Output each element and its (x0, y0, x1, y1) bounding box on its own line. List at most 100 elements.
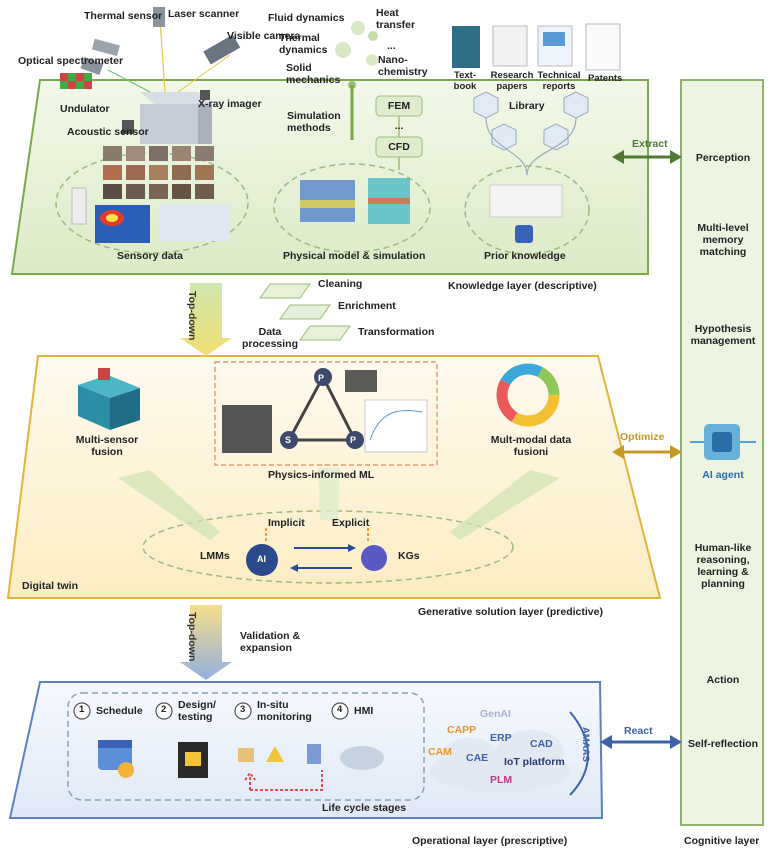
cognitive-hypothesis: Hypothesis management (690, 323, 756, 348)
cognitive-memory: Multi-level memory matching (697, 222, 749, 259)
top-down-arrow-2 (180, 605, 232, 680)
cognitive-reasoning: Human-like reasoning, learning & plannin… (694, 542, 752, 591)
label-laser-scanner: Laser scanner (168, 8, 240, 20)
simulation-visuals (300, 178, 410, 224)
stage-icons (98, 740, 384, 791)
label-sensory-data: Sensory data (117, 250, 183, 262)
label-data-processing: Data processing (241, 326, 299, 351)
label-prior-knowledge: Prior knowledge (484, 250, 566, 262)
label-physics-dots: ... (387, 40, 396, 52)
label-validation: Validation & expansion (240, 630, 301, 655)
label-explicit: Explicit (332, 517, 370, 529)
data-processing-stack (259, 283, 351, 341)
label-cfd: CFD (388, 141, 410, 153)
label-fem-cfd-dots: ... (394, 120, 404, 132)
label-fluid-dynamics: Fluid dynamics (268, 12, 345, 24)
label-amaas: AMAAS (580, 727, 591, 762)
stage-num-4: 4 (337, 704, 343, 715)
label-solid-mechanics: Solid mechanics (286, 62, 341, 87)
label-multi-sensor-fusion: Multi-sensor fusion (75, 434, 139, 459)
label-operational-layer: Operational layer (prescriptive) (412, 835, 568, 847)
label-react: React (624, 725, 653, 737)
label-enrichment: Enrichment (338, 300, 396, 312)
prior-knowledge-ellipse (464, 165, 590, 255)
acoustic-device (122, 120, 134, 134)
stage-num-3: 3 (240, 704, 246, 715)
label-p-node-right: P (350, 435, 357, 445)
label-physics-ml: Physics-informed ML (268, 469, 375, 481)
label-digital-twin: Digital twin (22, 580, 78, 592)
stage-hmi: HMI (354, 705, 374, 717)
platform-plm: PLM (490, 774, 513, 786)
platform-genai: GenAI (480, 708, 511, 720)
library-hexagons (473, 91, 589, 243)
visible-camera-device (203, 34, 241, 65)
label-patents: Patents (588, 73, 623, 84)
label-textbook: Text-book (453, 70, 477, 92)
label-visible-camera: Visible camera (227, 30, 301, 42)
top-down-arrow-1 (180, 283, 232, 356)
stage-num-2: 2 (161, 704, 167, 715)
label-optimize: Optimize (620, 431, 665, 443)
kg-icon (361, 545, 387, 571)
label-cleaning: Cleaning (318, 278, 363, 290)
spectrometer-device (80, 56, 104, 76)
life-cycle-box (67, 692, 425, 801)
stage-design-testing: Design/ testing (178, 699, 216, 724)
stage-schedule: Schedule (96, 705, 143, 717)
platform-cae: CAE (466, 752, 489, 764)
stage-in-situ: In-situ monitoring (257, 699, 312, 724)
label-library: Library (509, 100, 545, 112)
undulator-device (60, 73, 92, 89)
label-life-cycle: Life cycle stages (322, 802, 407, 814)
label-acoustic-sensor: Acoustic sensor (67, 126, 149, 138)
label-top-down-1: Top-down (186, 291, 198, 341)
label-nano-chemistry: Nano-chemistry (378, 54, 428, 79)
label-xray-imager: X-ray imager (198, 98, 262, 110)
physics-ellipse (273, 163, 431, 253)
label-knowledge-layer: Knowledge layer (descriptive) (448, 280, 597, 292)
label-extract: Extract (632, 138, 668, 150)
knowledge-sources (452, 23, 621, 71)
label-research-papers: Research papers (490, 70, 534, 92)
label-heat-transfer: Heat transfer (376, 7, 416, 32)
label-multimodal: Mult-modal data fusioni (490, 434, 572, 459)
label-lmms: LMMs (200, 550, 230, 562)
cognitive-perception: Perception (695, 152, 751, 164)
label-technical-reports: Technical reports (537, 70, 581, 92)
label-ai-agent: AI agent (702, 469, 744, 481)
laser-scanner-device (153, 7, 165, 27)
thermal-sensor-device (91, 38, 120, 57)
physics-bubbles (335, 21, 378, 140)
multi-sensor-icon (78, 368, 140, 430)
platform-cam: CAM (428, 746, 452, 758)
multimodal-donut (496, 363, 560, 427)
platform-cad: CAD (530, 738, 553, 750)
platform-erp: ERP (490, 732, 512, 744)
label-cognitive-layer: Cognitive layer (684, 835, 760, 847)
stress-strain-plot (364, 399, 428, 453)
label-thermal-sensor: Thermal sensor (84, 10, 163, 22)
label-thermal-dynamics: Thermal dynamics (279, 32, 328, 57)
label-p-node-top: P (318, 373, 325, 383)
label-simulation-methods: Simulation methods (287, 110, 341, 135)
ai-agent-chip (690, 424, 756, 460)
platform-iot: IoT platform (504, 756, 565, 768)
cognitive-action: Action (706, 674, 740, 686)
label-implicit: Implicit (268, 517, 305, 529)
lmm-icon (246, 544, 278, 576)
label-fem: FEM (387, 100, 411, 112)
physics-ml-box (214, 361, 438, 466)
xray-device (200, 90, 210, 100)
label-s-node: S (285, 435, 292, 445)
am-machine (107, 19, 231, 144)
label-undulator: Undulator (60, 103, 110, 115)
label-ai-chip: AI (257, 554, 266, 564)
stage-num-1: 1 (79, 704, 85, 715)
label-generative-layer: Generative solution layer (predictive) (418, 606, 603, 618)
label-optical-spectrometer: Optical spectrometer (18, 55, 124, 67)
label-physical-model: Physical model & simulation (283, 250, 426, 262)
platform-cloud (430, 730, 570, 792)
platform-capp: CAPP (447, 724, 477, 736)
